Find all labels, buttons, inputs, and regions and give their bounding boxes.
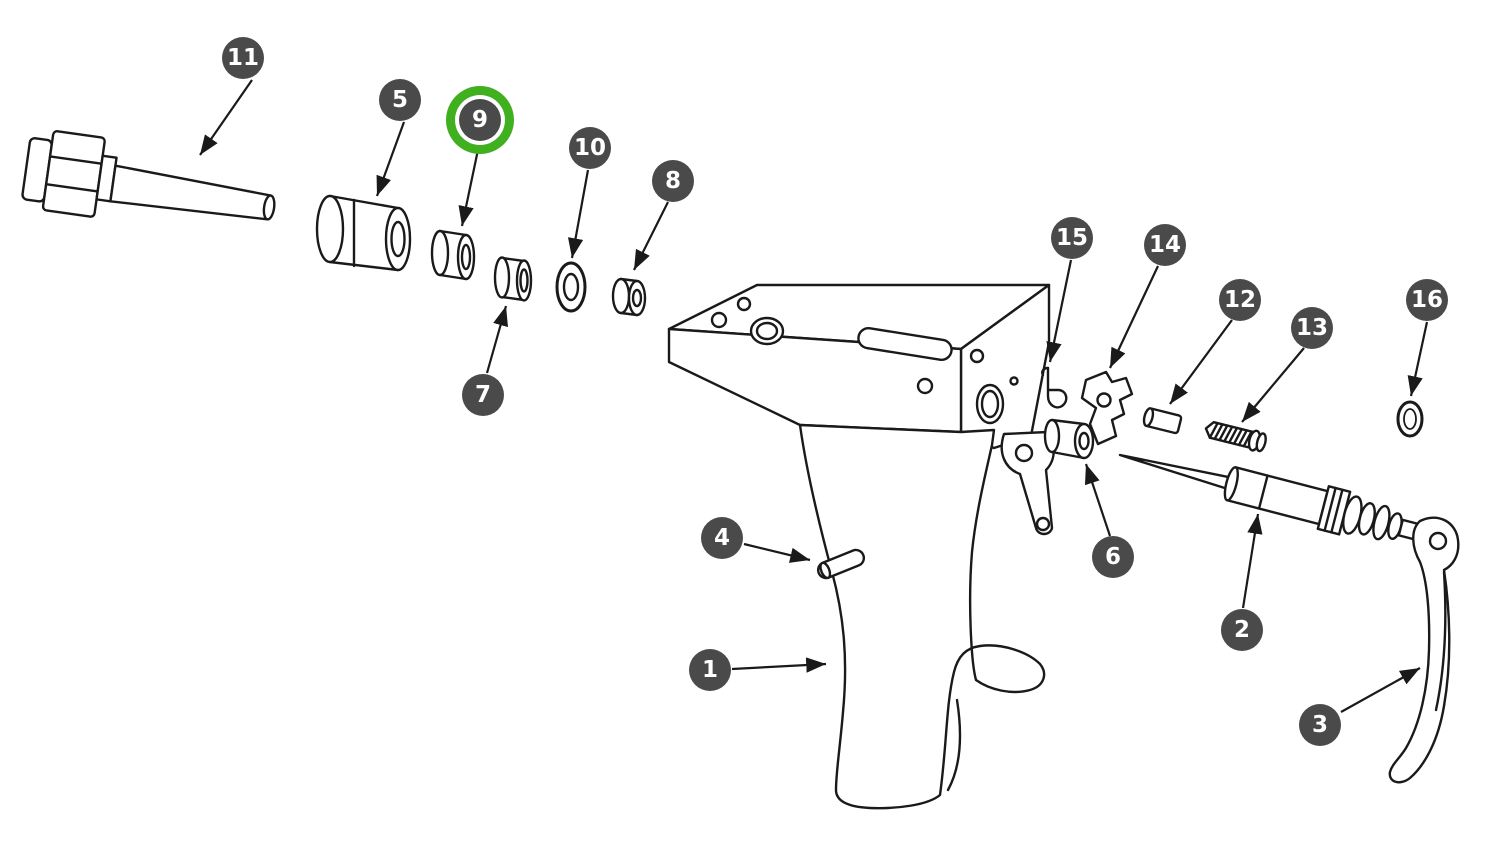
callout-badge-7[interactable]: 7 xyxy=(462,374,504,416)
callout-badge-15[interactable]: 15 xyxy=(1051,217,1093,259)
part-drawing-7 xyxy=(493,256,533,302)
callout-number: 4 xyxy=(713,524,730,551)
callout-number: 5 xyxy=(391,86,408,113)
callout-badge-3[interactable]: 3 xyxy=(1299,704,1341,746)
callout-number: 10 xyxy=(573,134,606,161)
callout-number: 12 xyxy=(1223,286,1256,313)
callout-number: 6 xyxy=(1104,543,1121,570)
part-drawing-12 xyxy=(1142,407,1183,435)
part-drawing-2 xyxy=(1118,453,1426,543)
part-drawing-4 xyxy=(816,548,866,580)
part-drawing-8 xyxy=(611,277,647,317)
callout-number: 16 xyxy=(1410,286,1443,313)
part-drawing-15 xyxy=(1041,366,1068,409)
callout-number: 3 xyxy=(1311,711,1328,738)
callout-badge-13[interactable]: 13 xyxy=(1291,307,1333,349)
part-drawing-13 xyxy=(1204,420,1267,453)
callout-badge-12[interactable]: 12 xyxy=(1219,279,1261,321)
callout-badge-5[interactable]: 5 xyxy=(379,79,421,121)
callout-badge-1[interactable]: 1 xyxy=(689,649,731,691)
callout-number: 9 xyxy=(471,106,488,133)
part-drawing-3 xyxy=(1388,516,1460,784)
part-drawing-6 xyxy=(1043,418,1095,460)
part-drawing-1 xyxy=(667,283,1055,810)
callout-badge-10[interactable]: 10 xyxy=(569,127,611,169)
callout-number: 8 xyxy=(664,167,681,194)
part-drawing-11 xyxy=(21,130,276,221)
part-drawing-16 xyxy=(1396,400,1424,438)
callout-number: 15 xyxy=(1055,224,1088,251)
callout-number: 7 xyxy=(474,381,491,408)
callout-badge-14[interactable]: 14 xyxy=(1144,224,1186,266)
callout-badge-8[interactable]: 8 xyxy=(652,160,694,202)
callout-badge-6[interactable]: 6 xyxy=(1092,536,1134,578)
callout-number: 13 xyxy=(1295,314,1328,341)
callout-badge-4[interactable]: 4 xyxy=(701,517,743,559)
callout-badge-9[interactable]: 9 xyxy=(459,99,501,141)
leader-lines xyxy=(199,79,1429,713)
callout-number: 2 xyxy=(1233,616,1250,643)
callout-number: 1 xyxy=(701,656,718,683)
callout-badge-16[interactable]: 16 xyxy=(1406,279,1448,321)
part-drawing-14 xyxy=(1080,370,1134,446)
part-drawing-10 xyxy=(555,261,587,313)
callout-number: 14 xyxy=(1148,231,1181,258)
part-drawing-5 xyxy=(315,194,412,272)
callout-number: 11 xyxy=(226,44,259,71)
part-drawing-9 xyxy=(430,229,476,281)
callout-badge-2[interactable]: 2 xyxy=(1221,609,1263,651)
callout-badge-11[interactable]: 11 xyxy=(222,37,264,79)
